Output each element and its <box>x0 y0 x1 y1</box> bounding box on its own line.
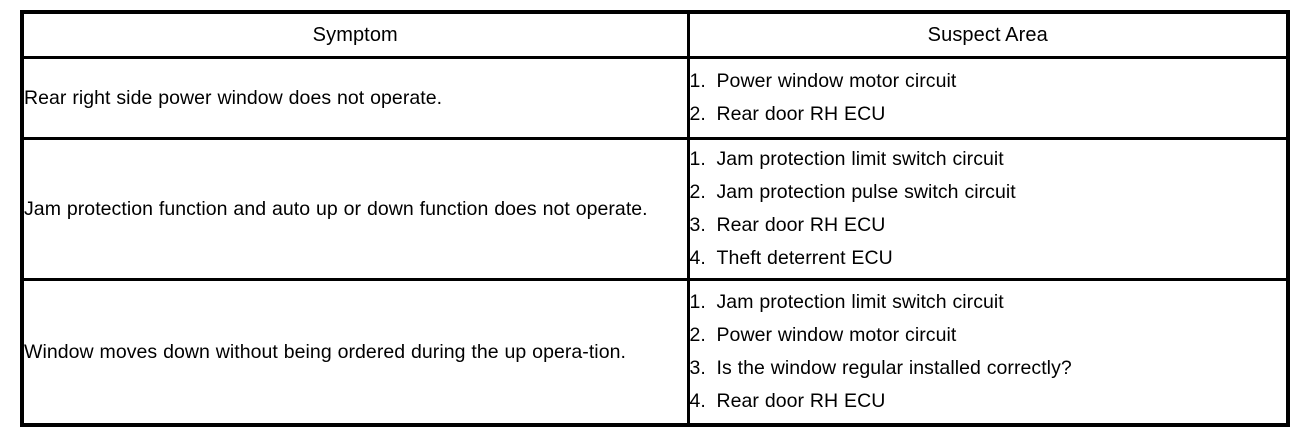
symptom-suspect-area-table: Symptom Suspect Area Rear right side pow… <box>20 10 1290 427</box>
list-item-label: Jam protection pulse switch circuit <box>716 181 1016 203</box>
list-item-label: Jam protection limit switch circuit <box>716 148 1004 170</box>
list-item: 3. Is the window regular installed corre… <box>690 352 1287 385</box>
list-item-label: Power window motor circuit <box>716 324 957 346</box>
list-item-number: 3. <box>689 357 706 379</box>
list-item-number: 2. <box>689 103 706 125</box>
suspect-area-list: 1. Jam protection limit switch circuit 2… <box>690 286 1287 418</box>
table-header: Symptom Suspect Area <box>20 10 1290 59</box>
column-header-suspect-area: Suspect Area <box>686 10 1290 59</box>
list-item-number: 4. <box>689 247 706 269</box>
list-item: 2. Power window motor circuit <box>690 319 1287 352</box>
list-item: 3. Rear door RH ECU <box>690 209 1287 242</box>
list-item-number: 4. <box>689 390 706 412</box>
column-header-symptom: Symptom <box>20 10 690 59</box>
list-item: 1. Jam protection limit switch circuit <box>690 286 1287 319</box>
symptom-cell: Window moves down without being ordered … <box>20 278 690 427</box>
list-item-number: 2. <box>689 324 706 346</box>
symptom-text: Window moves down without being ordered … <box>24 341 626 363</box>
column-header-symptom-label: Symptom <box>312 24 398 46</box>
list-item-label: Theft deterrent ECU <box>716 247 893 269</box>
list-item-label: Power window motor circuit <box>716 70 957 92</box>
list-item-number: 2. <box>689 181 706 203</box>
symptom-text: Jam protection function and auto up or d… <box>24 198 648 220</box>
list-item-label: Rear door RH ECU <box>716 214 886 236</box>
symptom-cell: Jam protection function and auto up or d… <box>20 137 690 281</box>
table-body: Rear right side power window does not op… <box>20 56 1290 427</box>
table-row: Rear right side power window does not op… <box>20 56 1290 140</box>
list-item: 1. Power window motor circuit <box>690 65 1287 98</box>
list-item-label: Rear door RH ECU <box>716 103 886 125</box>
list-item: 2. Jam protection pulse switch circuit <box>690 176 1287 209</box>
list-item-label: Is the window regular installed correctl… <box>716 357 1072 379</box>
suspect-area-cell: 1. Jam protection limit switch circuit 2… <box>686 278 1290 427</box>
list-item: 2. Rear door RH ECU <box>690 98 1287 131</box>
column-header-suspect-area-label: Suspect Area <box>927 24 1048 46</box>
symptom-cell: Rear right side power window does not op… <box>20 56 690 140</box>
list-item: 4. Theft deterrent ECU <box>690 242 1287 275</box>
suspect-area-cell: 1. Jam protection limit switch circuit 2… <box>686 137 1290 281</box>
list-item-number: 3. <box>689 214 706 236</box>
list-item: 1. Jam protection limit switch circuit <box>690 143 1287 176</box>
list-item: 4. Rear door RH ECU <box>690 385 1287 418</box>
suspect-area-list: 1. Power window motor circuit 2. Rear do… <box>690 65 1287 131</box>
suspect-area-cell: 1. Power window motor circuit 2. Rear do… <box>686 56 1290 140</box>
header-row: Symptom Suspect Area <box>20 10 1290 59</box>
list-item-label: Jam protection limit switch circuit <box>716 291 1004 313</box>
list-item-label: Rear door RH ECU <box>716 390 886 412</box>
table-row: Window moves down without being ordered … <box>20 278 1290 427</box>
list-item-number: 1. <box>689 291 706 313</box>
table-row: Jam protection function and auto up or d… <box>20 137 1290 281</box>
symptom-text: Rear right side power window does not op… <box>24 87 443 109</box>
list-item-number: 1. <box>689 70 706 92</box>
suspect-area-list: 1. Jam protection limit switch circuit 2… <box>690 143 1287 275</box>
list-item-number: 1. <box>689 148 706 170</box>
